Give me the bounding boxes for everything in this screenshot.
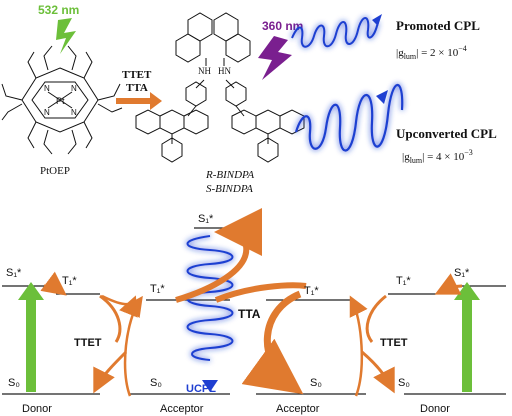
n-label-3: N [44,108,50,117]
ucpl-arrowhead [202,380,218,392]
right-ttet-label: TTET [380,337,408,349]
n-label-2: N [71,84,77,93]
upconverted-cpl-label: Upconverted CPL [396,126,497,141]
nh-right-label: HN [218,66,231,76]
right-ttet-down-arrow [361,350,395,394]
right-isc-arrow [434,273,463,295]
right-ttet-rise [349,295,368,397]
left-s1-label: S₁* [6,267,22,279]
ttet-top-label: TTET [122,69,152,81]
right-ttet-curve [365,294,387,343]
promoted-cpl-label: Promoted CPL [396,18,480,33]
right-excitation-arrow [454,282,480,392]
pt-atom-label: Pt [56,96,65,106]
upconverted-glum: |glum| = 4 × 10−3 [402,148,473,165]
ucpl-label: UCPL [186,383,216,395]
left-ttet-curve [99,294,122,343]
s-bindpa-label: S-BINDPA [206,183,253,195]
ptoep-label: PtOEP [40,165,70,177]
violet-light-label: 360 nm [262,19,303,33]
green-light-label: 532 nm [38,3,79,17]
left-ttet-label: TTET [74,337,102,349]
acceptor-right-s0-label: S₀ [310,377,322,389]
tta-bottom-label: TTA [238,307,261,321]
acceptor-left-label: Acceptor [160,403,204,415]
left-excitation-arrow [18,282,44,392]
r-bindpa-label: R-BINDPA [205,169,254,181]
upconverted-arrowhead [376,90,388,104]
left-t1-label: T₁* [62,275,77,287]
tta-up-arrow [175,208,263,303]
left-donor-label: Donor [22,403,52,415]
promoted-arrowhead [372,14,382,26]
upconverted-cpl-helix [294,83,404,152]
left-isc-arrow [40,271,67,296]
acceptor-left-t1-label: T₁* [150,283,165,295]
bindpa-structure [135,12,305,163]
acceptor-left-s0-label: S₀ [150,377,162,389]
right-s0-label: S₀ [398,377,410,389]
acceptor-right-label: Acceptor [276,403,320,415]
acceptor-s1-label: S₁* [198,213,214,225]
green-lightning-icon [56,18,76,54]
nh-left-label: NH [198,66,211,76]
violet-lightning-icon [258,36,292,80]
tta-down-arrow [241,290,304,395]
n-label-4: N [71,108,77,117]
tta-cross-arrow [214,282,307,303]
right-s1-label: S₁* [454,267,470,279]
promoted-cpl-helix [291,17,379,48]
right-donor-label: Donor [420,403,450,415]
right-t1-label: T₁* [396,275,411,287]
ptoep-structure [1,45,123,155]
tta-top-label: TTA [126,82,148,94]
transfer-arrow [116,92,162,110]
left-ttet-rise [123,295,143,397]
promoted-glum: |glum| = 2 × 10−4 [396,44,467,61]
n-label-1: N [44,84,50,93]
acceptor-right-t1-label: T₁* [304,285,319,297]
left-ttet-down-arrow [93,350,128,394]
left-s0-label: S₀ [8,377,20,389]
